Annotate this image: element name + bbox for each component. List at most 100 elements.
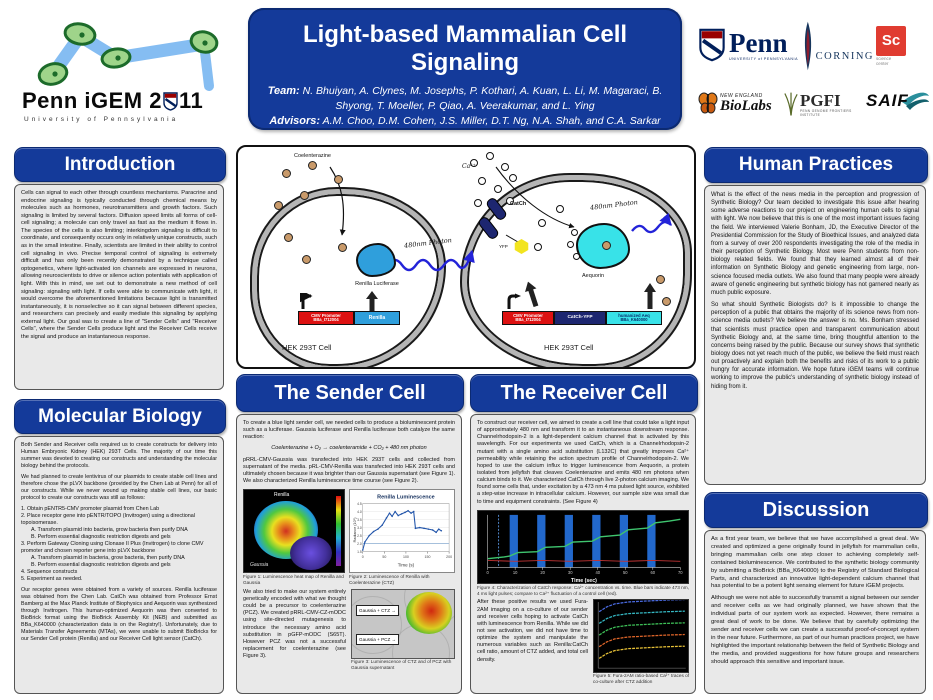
penn-igem-logo: Penn iGEM 2 11 University of Pennsylvani… xyxy=(8,6,240,136)
calcium-ion xyxy=(494,185,502,193)
penn-logo: Penn UNIVERSITY of PENNSYLVANIA xyxy=(698,22,810,68)
protocol-step: 4. Sequence constructs xyxy=(21,569,78,576)
svg-text:4.0: 4.0 xyxy=(357,510,362,514)
science-center-caption-1: science xyxy=(876,56,892,61)
figure1-heatmap: Renilla Gaussia xyxy=(243,489,345,574)
penn-shield-icon xyxy=(699,28,725,62)
promoter-arrow-icon xyxy=(507,293,521,309)
corning-logo: CORNING xyxy=(802,18,874,72)
saif-name: SAIF xyxy=(866,91,909,110)
figure2-title: Renilla Luminescence xyxy=(377,495,435,501)
svg-text:50: 50 xyxy=(382,555,386,559)
figure4-caption: Figure 4: Characterization of CatCh resp… xyxy=(477,584,689,596)
protocol-substep: B. Perform essential diagnostic restrict… xyxy=(31,562,171,569)
svg-text:0: 0 xyxy=(487,570,490,575)
bound-calcium-ion xyxy=(567,241,574,248)
poster-title-box: Light-based Mammalian Cell Signaling Tea… xyxy=(248,8,682,130)
human-practices-paragraph-1: What is the effect of the news media in … xyxy=(711,192,919,296)
molecular-biology-heading: Molecular Biology xyxy=(14,399,226,434)
science-center-logo: Sc science center xyxy=(876,26,920,74)
science-center-caption-2: center xyxy=(876,60,889,66)
svg-text:40: 40 xyxy=(595,570,600,575)
figure2-ylabel: Radiance (10⁶) xyxy=(353,518,357,543)
catch-yfp-gene-label: CatCh-YFP xyxy=(567,315,593,321)
promoter-part-id: BBa_I712004 xyxy=(515,317,541,323)
renilla-gene-label: Renilla xyxy=(368,315,386,322)
calcium-ion xyxy=(478,177,486,185)
calcium-ion xyxy=(501,163,509,171)
figure2-line-chart: Renilla Luminescence Radiance (10⁶) Time… xyxy=(349,489,455,574)
saif-logo: SAIF xyxy=(864,88,930,118)
expression-up-arrow-icon xyxy=(366,291,378,311)
yfp-tag xyxy=(514,239,529,254)
bound-calcium-ion xyxy=(573,253,580,260)
svg-text:50: 50 xyxy=(623,570,628,575)
coelenterazine-dot xyxy=(308,161,317,170)
svg-text:200: 200 xyxy=(446,555,452,559)
aequorin-part-id: BBa_K640000 xyxy=(620,317,648,323)
coelenterazine-label: Coelenterazine xyxy=(294,153,331,159)
cmv-promoter-segment: CMV Promoter BBa_I712004 xyxy=(502,311,554,326)
cmv-promoter-segment: CMV Promoter BBa_I712004 xyxy=(298,311,354,326)
promoter-name: CMV Promoter xyxy=(311,313,341,318)
sender-cell-text-box: To create a blue light sender cell, we n… xyxy=(236,414,462,694)
sender-cell-type-label: HEK 293T Cell xyxy=(282,343,332,352)
sender-paragraph-2: pRRL-CMV-Gaussia was transfected into HE… xyxy=(243,456,455,484)
team-credits: Team: N. Bhuiyan, A. Clynes, M. Josephs,… xyxy=(248,84,682,129)
aequorin-gene-label: humanized Aeq xyxy=(618,313,650,318)
advisor-names: A.M. Choo, D.M. Cohen, J.S. Miller, D.T.… xyxy=(322,115,661,128)
discussion-paragraph-1: As a first year team, we believe that we… xyxy=(711,536,919,590)
calcium-ion xyxy=(509,174,517,182)
figure5-fura-chart xyxy=(593,599,689,674)
figure1-gaussia-label: Gaussia xyxy=(250,561,269,568)
saif-swoosh-icon xyxy=(902,92,929,110)
discussion-text-box: As a first year team, we believe that we… xyxy=(704,530,926,694)
culture-well xyxy=(352,595,402,654)
sender-paragraph-1: To create a blue light sender cell, we n… xyxy=(243,420,455,441)
expression-up-arrow-icon xyxy=(644,283,656,309)
igem-title-left: Penn iGEM 2 xyxy=(22,88,162,113)
coelenterazine-dot xyxy=(334,175,343,184)
bound-calcium-ion xyxy=(571,229,578,236)
protocol-substep: A. Transform plasmid into bacteria, grow… xyxy=(31,527,188,534)
molbio-paragraph-2: We had planned to create lentivirus of o… xyxy=(21,474,217,502)
pgfi-logo: PGFI PENN GENOME FRONTIERS INSTITUTE xyxy=(784,84,864,124)
renilla-luciferase-label: Renilla Luciferase xyxy=(355,281,399,287)
promoter-name: CMV Promoter xyxy=(513,313,543,318)
coelenterazine-dot xyxy=(602,241,611,250)
human-practices-heading: Human Practices xyxy=(704,147,928,183)
svg-text:60: 60 xyxy=(651,570,656,575)
discussion-heading: Discussion xyxy=(704,492,928,528)
calcium-ion xyxy=(474,199,482,207)
calcium-ion xyxy=(506,197,514,205)
figure2-caption: Figure 2: Luminescence of Renilla with C… xyxy=(349,574,430,585)
receiver-paragraph-1: To construct our receiver cell, we aimed… xyxy=(477,420,689,505)
molbio-paragraph-1: Both Sender and Receiver cells required … xyxy=(21,442,217,470)
sender-paragraph-3: We also tried to make our system entirel… xyxy=(243,588,346,660)
coelenterazine-dot xyxy=(284,233,293,242)
calcium-ion xyxy=(486,152,494,160)
svg-text:2.5: 2.5 xyxy=(357,534,362,538)
penn-shield-icon xyxy=(163,91,178,111)
gaussia-dish-heatmap xyxy=(290,536,332,571)
svg-text:30: 30 xyxy=(568,570,573,575)
promoter-part-id: BBa_I712004 xyxy=(313,317,339,323)
svg-text:1.5: 1.5 xyxy=(357,550,362,554)
discussion-paragraph-2: Although we were not able to successfull… xyxy=(711,595,919,665)
figure1-caption: Figure 1: Luminescence heat map of Renil… xyxy=(243,574,344,585)
sender-cell-membrane xyxy=(252,189,444,367)
coelenterazine-dot xyxy=(274,201,283,210)
receiver-paragraph-2: After these positive results we used Fur… xyxy=(477,599,588,663)
aequorin-gene-segment: humanized Aeq BBa_K640000 xyxy=(606,311,662,326)
neb-logo: NEW ENGLAND BioLabs xyxy=(698,82,782,124)
renilla-gene-segment: Renilla xyxy=(354,311,400,326)
human-practices-text-box: What is the effect of the news media in … xyxy=(704,185,926,485)
figure3-dish-image: Gaussia + CTZ → Gaussia + PCZ → xyxy=(351,588,455,659)
calcium-ion xyxy=(556,205,564,213)
cell-signaling-diagram: Coelenterazine Renilla Luciferase CMV Pr… xyxy=(236,145,696,369)
science-center-abbr: Sc xyxy=(876,26,906,56)
calcium-ion xyxy=(534,243,542,251)
